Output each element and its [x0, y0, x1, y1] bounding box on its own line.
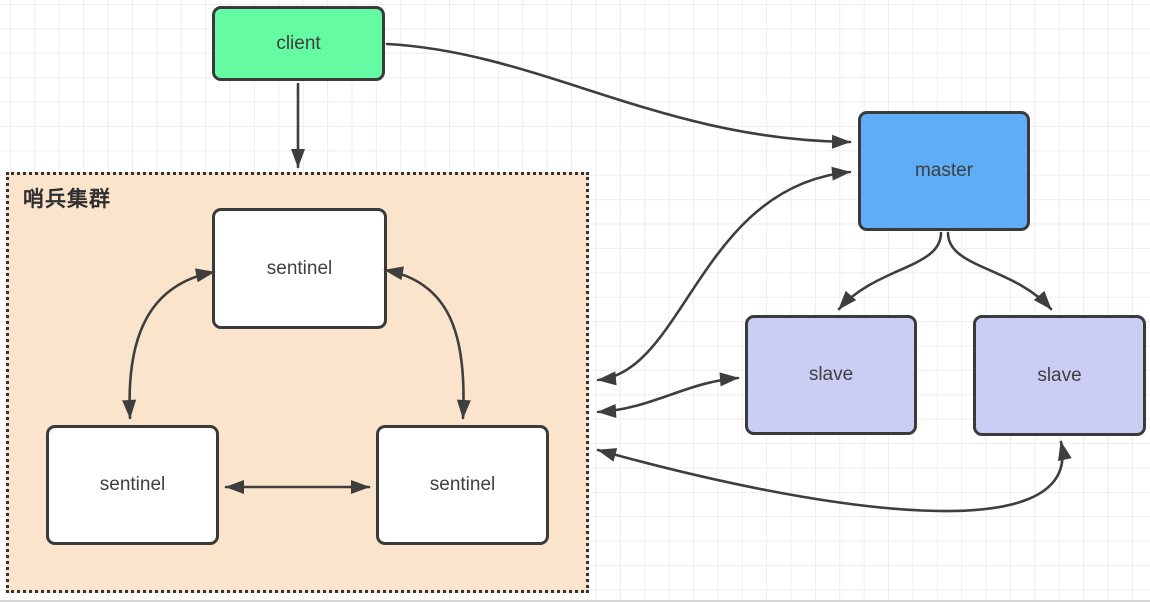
- client-node-label: client: [276, 32, 321, 54]
- master-node-label: master: [914, 160, 974, 181]
- edge-cluster-to-slave2: [596, 440, 1072, 513]
- edge-cluster-to-slave1: [596, 372, 740, 418]
- client-node: client: [212, 6, 385, 81]
- sentinel-node-right: sentinel: [376, 425, 549, 545]
- edge-master-to-slave2: [946, 231, 1053, 311]
- sentinel-node-right-label: sentinel: [429, 474, 496, 495]
- slave-node-1: slave: [745, 315, 917, 435]
- sentinel-node-left-label: sentinel: [99, 474, 166, 495]
- slave-node-2: slave: [973, 315, 1146, 436]
- slave-node-1-label: slave: [808, 364, 854, 385]
- sentinel-node-top-label: sentinel: [266, 257, 333, 279]
- sentinel-node-top: sentinel: [212, 208, 387, 329]
- master-node: master: [858, 111, 1030, 231]
- sentinel-cluster-label: 哨兵集群: [23, 188, 111, 211]
- slave-node-2-label: slave: [1037, 364, 1082, 386]
- edge-master-to-slave1: [837, 231, 943, 311]
- sentinel-node-left: sentinel: [46, 425, 219, 545]
- edge-client-to-master: [385, 42, 852, 149]
